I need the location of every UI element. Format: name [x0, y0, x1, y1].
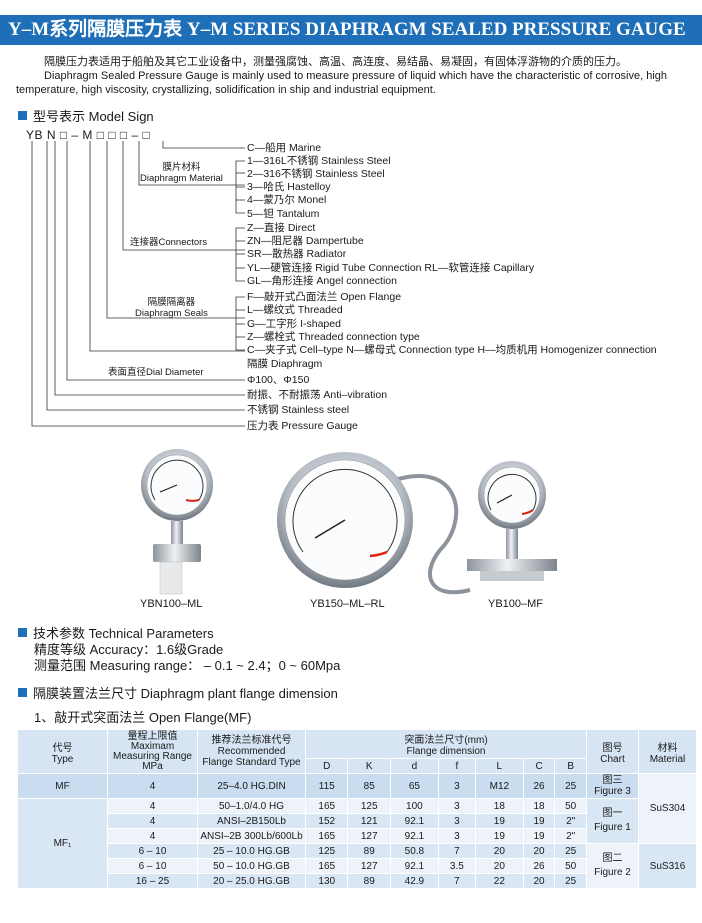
option-monel: 4—蒙乃尔 Monel: [247, 194, 327, 206]
option-open-flange: F—敲开式凸面法兰 Open Flange: [247, 291, 402, 303]
option-316: 2—316不锈钢 Stainless Steel: [247, 168, 385, 180]
intro-zh: 隔膜压力表适用于船舶及其它工业设备中，测量强腐蚀、高温、高连度、易结晶、易凝固，…: [44, 56, 627, 68]
option-dial-diameter: Φ100、Φ150: [247, 374, 310, 386]
col-d: d: [389, 758, 439, 774]
tech-heading: 技术参数 Technical Parameters: [18, 623, 214, 642]
option-tantalum: 5—钽 Tantalum: [247, 208, 320, 220]
gauge-yb150-ml-rl: [277, 452, 471, 595]
option-316l: 1—316L不锈钢 Stainless Steel: [247, 155, 391, 167]
material-cell: SuS316: [638, 843, 697, 889]
flange-heading: 隔膜装置法兰尺寸 Diaphragm plant flange dimensio…: [18, 683, 338, 702]
bullet-square-icon: [18, 111, 27, 120]
type-cell: MF₁: [17, 798, 108, 889]
col-material: 材料 Material: [638, 729, 697, 774]
col-standard: 推荐法兰标准代号 Recommended Flange Standard Typ…: [197, 729, 306, 774]
col-d-upper: D: [304, 758, 349, 774]
table-row: MF 4 25–4.0 HG.DIN 115 85 65 3 M12 26 25…: [17, 773, 697, 844]
col-f: f: [437, 758, 476, 774]
gauge-photos: [141, 449, 557, 595]
option-anti-vibration: 耐振、不耐振荡 Anti–vibration: [247, 389, 388, 401]
option-hastelloy: 3—哈氏 Hastelloy: [247, 181, 331, 193]
option-marine: C—船用 Marine: [247, 142, 322, 154]
option-i-shaped: G—工字形 I-shaped: [247, 318, 341, 330]
measuring-range: 测量范围 Measuring range： – 0.1 ~ 2.4；0 ~ 60…: [34, 658, 341, 673]
model-sign-tree: [31, 141, 245, 427]
col-b: B: [554, 758, 587, 774]
bullet-square-icon: [18, 628, 27, 637]
gauge-caption-2: YB150–ML–RL: [310, 598, 385, 610]
col-dimension: 突面法兰尺寸(mm) Flange dimension: [305, 729, 587, 759]
group-label-connectors: 连接器Connectors: [130, 237, 208, 248]
flange-table: 代号 Type 量程上限值 Maximam Measuring Range MP…: [17, 729, 697, 889]
intro: 隔膜压力表适用于船舶及其它工业设备中，测量强腐蚀、高温、高连度、易结晶、易凝固，…: [16, 55, 696, 97]
gauge-caption-1: YBN100–ML: [140, 598, 203, 610]
col-l: L: [474, 758, 524, 774]
intro-en: Diaphragm Sealed Pressure Gauge is mainl…: [16, 70, 668, 96]
tech-params: 精度等级 Accuracy：1.6级Grade 测量范围 Measuring r…: [34, 642, 340, 674]
option-angel: GL—角形连接 Angel connection: [247, 275, 397, 287]
accuracy: 精度等级 Accuracy：1.6级Grade: [34, 642, 224, 657]
option-cell-type: C—夹子式 Cell–type N—螺母式 Connection type H—…: [247, 344, 657, 356]
option-threaded: L—螺纹式 Threaded: [247, 304, 343, 316]
col-type: 代号 Type: [17, 729, 108, 774]
table-row: 4 ANSI–2B 300Lb/600Lb 165 127 92.1 3 19 …: [18, 828, 697, 844]
page-title: Y–M系列隔膜压力表 Y–M SERIES DIAPHRAGM SEALED P…: [0, 15, 702, 45]
col-c: C: [522, 758, 556, 774]
model-code: YB N □ – M □ □ □ – □: [26, 128, 151, 142]
option-rigid-tube: YL—硬管连接 Rigid Tube Connection RL—软管连接 Ca…: [247, 262, 535, 274]
gauge-ybn100-ml: [141, 449, 213, 595]
option-dampertube: ZN—阻尼器 Dampertube: [247, 235, 364, 247]
group-label-seals: 隔膜隔离器 Diaphragm Seals: [135, 297, 208, 319]
model-sign-heading: 型号表示 Model Sign: [18, 106, 154, 125]
chart-cell: 图二 Figure 2: [586, 843, 639, 889]
table-row: 6 – 10 25 – 10.0 HG.GB 125 89 50.8 7 20 …: [18, 843, 697, 889]
col-k: K: [347, 758, 391, 774]
option-pressure-gauge: 压力表 Pressure Gauge: [247, 420, 358, 432]
option-radiator: SR—散热器 Radiator: [247, 248, 347, 260]
chart-cell: 图一 Figure 1: [586, 798, 639, 844]
col-chart: 图号 Chart: [586, 729, 639, 774]
table-row: MF₁ 4 50–1.0/4.0 HG 165 125 100 3 18 18 …: [17, 798, 697, 889]
material-cell: SuS304: [638, 773, 697, 844]
chart-cell: 图三 Figure 3: [586, 773, 639, 799]
option-diaphragm: 隔膜 Diaphragm: [247, 358, 323, 370]
gauge-yb100-mf: [467, 461, 557, 581]
flange-subheading: 1、敲开式突面法兰 Open Flange(MF): [34, 710, 252, 725]
option-stainless-steel: 不锈钢 Stainless steel: [247, 404, 350, 416]
table-row: 16 – 25 20 – 25.0 HG.GB 130 89 42.9 7 22…: [18, 873, 697, 889]
gauge-caption-3: YB100–MF: [488, 598, 544, 610]
option-direct: Z—直接 Direct: [247, 222, 316, 234]
col-range: 量程上限值 Maximam Measuring Range MPa: [107, 729, 198, 774]
group-label-dial: 表面直径Dial Diameter: [108, 367, 204, 378]
type-cell: MF: [17, 773, 108, 799]
option-threaded-connection: Z—螺栓式 Threaded connection type: [247, 331, 420, 343]
bullet-square-icon: [18, 688, 27, 697]
group-label-material: 膜片材料 Diaphragm Material: [140, 162, 223, 184]
